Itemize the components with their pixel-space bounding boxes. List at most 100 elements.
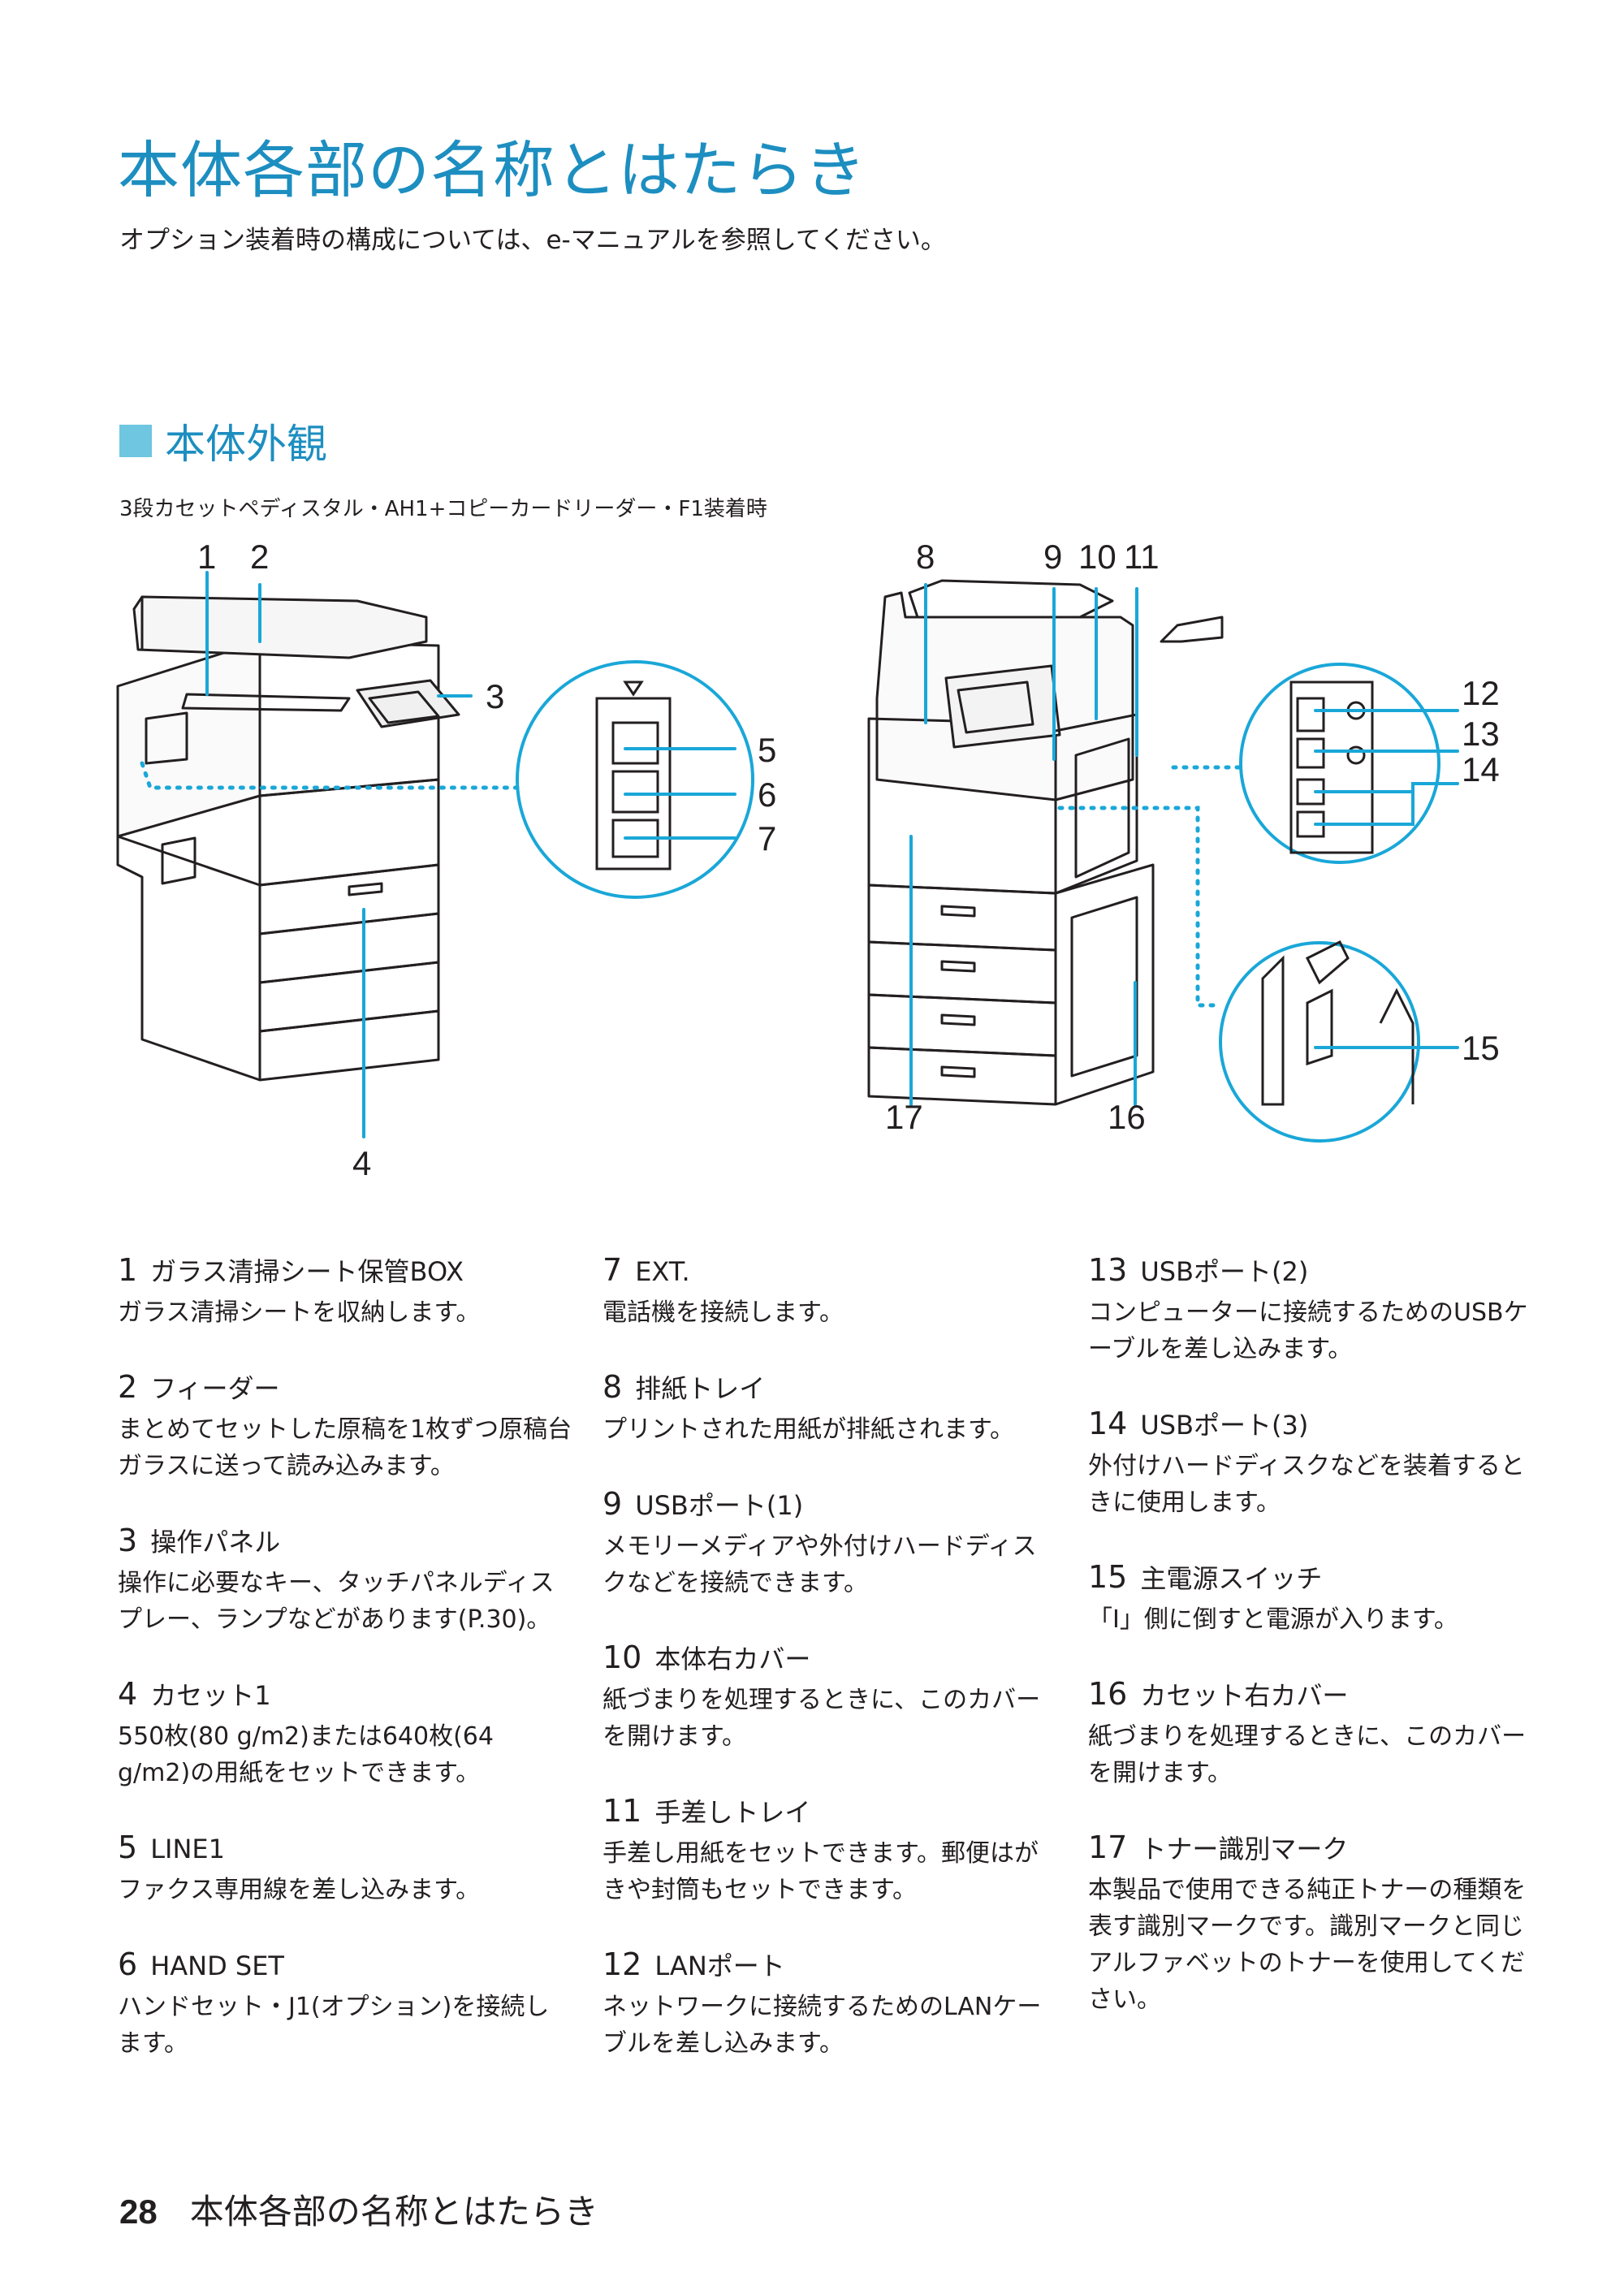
part-number: 5 — [118, 1830, 138, 1865]
page-subtitle: オプション装着時の構成については、e-マニュアルを参照してください。 — [119, 226, 946, 255]
part-name: USBポート(2) — [1140, 1256, 1309, 1287]
part-description: ファクス専用線を差し込みます。 — [118, 1876, 481, 1904]
part-number: 8 — [603, 1369, 623, 1405]
callout-2: 2 — [250, 538, 269, 576]
part-number: 13 — [1088, 1252, 1128, 1288]
part-item: 9 USBポート(1) メモリーメディアや外付けハードディスクなどを接続できます。 — [603, 1484, 1057, 1601]
detail-circle-rear-ports — [1239, 663, 1440, 864]
part-description: ネットワークに接続するためのLANケーブルを差し込みます。 — [603, 1993, 1042, 2058]
part-number: 10 — [603, 1639, 642, 1675]
left-machine-illustration — [116, 595, 460, 1082]
part-description: 電話機を接続します。 — [603, 1298, 844, 1327]
part-item: 6 HAND SET ハンドセット・J1(オプション)を接続します。 — [118, 1945, 572, 2062]
parts-column-3: 13 USBポート(2) コンピューターに接続するためのUSBケーブルを差し込みま… — [1088, 1251, 1543, 2054]
part-item: 3 操作パネル 操作に必要なキー、タッチパネルディスプレー、ランプなどがあります(… — [118, 1521, 572, 1638]
part-description: 操作に必要なキー、タッチパネルディスプレー、ランプなどがあります(P.30)。 — [118, 1569, 555, 1634]
part-name: 本体右カバー — [654, 1644, 811, 1674]
part-description: 紙づまりを処理するときに、このカバーを開けます。 — [1088, 1722, 1527, 1787]
part-item: 16 カセット右カバー 紙づまりを処理するときに、このカバーを開けます。 — [1088, 1674, 1543, 1791]
callout-11: 11 — [1124, 538, 1160, 576]
part-name: 操作パネル — [150, 1527, 281, 1557]
dotted-leader-power-switch — [1057, 806, 1223, 1008]
page-title: 本体各部の名称とはたらき — [118, 134, 867, 206]
callout-1: 1 — [197, 538, 216, 576]
detail-circle-power-switch — [1219, 941, 1420, 1143]
part-number: 7 — [603, 1252, 623, 1288]
machine-figure: 1 2 3 4 5 6 7 8 9 10 11 12 13 14 15 16 1… — [116, 538, 1500, 1182]
part-item: 1 ガラス清掃シート保管BOX ガラス清掃シートを収納します。 — [118, 1251, 572, 1331]
parts-column-2: 7 EXT. 電話機を接続します。 8 排紙トレイ プリントされた用紙が排紙されます… — [603, 1251, 1057, 2098]
callout-15: 15 — [1462, 1029, 1500, 1067]
part-number: 6 — [118, 1946, 138, 1982]
callout-17: 17 — [885, 1098, 923, 1136]
part-name: USBポート(1) — [635, 1490, 804, 1521]
part-item: 8 排紙トレイ プリントされた用紙が排紙されます。 — [603, 1367, 1057, 1448]
part-description: コンピューターに接続するためのUSBケーブルを差し込みます。 — [1088, 1298, 1528, 1363]
callout-4: 4 — [352, 1144, 371, 1182]
part-description: 「I」側に倒すと電源が入ります。 — [1088, 1605, 1458, 1634]
page-footer: 28 本体各部の名称とはたらき — [119, 2184, 598, 2234]
part-number: 4 — [118, 1676, 138, 1712]
page-number: 28 — [119, 2192, 158, 2231]
callout-13: 13 — [1462, 715, 1500, 753]
callout-16: 16 — [1108, 1098, 1146, 1136]
part-number: 12 — [603, 1946, 642, 1982]
part-description: 紙づまりを処理するときに、このカバーを開けます。 — [603, 1686, 1041, 1751]
part-name: ガラス清掃シート保管BOX — [150, 1256, 464, 1287]
callout-6: 6 — [758, 775, 776, 814]
callout-7: 7 — [758, 819, 776, 858]
part-item: 5 LINE1 ファクス専用線を差し込みます。 — [118, 1828, 572, 1908]
part-name: 主電源スイッチ — [1140, 1563, 1323, 1594]
part-name: HAND SET — [150, 1951, 284, 1981]
part-item: 17 トナー識別マーク 本製品で使用できる純正トナーの種類を表す識別マークです。識… — [1088, 1828, 1543, 2018]
part-description: まとめてセットした原稿を1枚ずつ原稿台ガラスに送って読み込みます。 — [118, 1415, 572, 1480]
part-number: 15 — [1088, 1559, 1128, 1595]
running-title: 本体各部の名称とはたらき — [189, 2192, 598, 2231]
figure-caption: 3段カセットペディスタル・AH1+コピーカードリーダー・F1装着時 — [119, 497, 767, 521]
part-name: USBポート(3) — [1140, 1410, 1309, 1441]
part-number: 1 — [118, 1252, 138, 1288]
callout-12: 12 — [1462, 674, 1500, 712]
part-description: プリントされた用紙が排紙されます。 — [603, 1415, 1014, 1444]
part-name: LANポート — [654, 1951, 785, 1981]
part-item: 10 本体右カバー 紙づまりを処理するときに、このカバーを開けます。 — [603, 1638, 1057, 1755]
parts-column-1: 1 ガラス清掃シート保管BOX ガラス清掃シートを収納します。 2 フィーダー まと… — [118, 1251, 572, 2098]
part-item: 12 LANポート ネットワークに接続するためのLANケーブルを差し込みます。 — [603, 1945, 1057, 2062]
part-description: メモリーメディアや外付けハードディスクなどを接続できます。 — [603, 1532, 1037, 1597]
part-name: カセット右カバー — [1140, 1680, 1349, 1711]
part-item: 14 USBポート(3) 外付けハードディスクなどを装着するときに使用します。 — [1088, 1404, 1543, 1521]
part-description: 外付けハードディスクなどを装着するときに使用します。 — [1088, 1452, 1525, 1517]
part-description: 手差し用紙をセットできます。郵便はがきや封筒もセットできます。 — [603, 1839, 1039, 1904]
callout-5: 5 — [758, 731, 776, 769]
right-machine-illustration — [867, 579, 1224, 1106]
part-item: 7 EXT. 電話機を接続します。 — [603, 1251, 1057, 1331]
part-name: EXT. — [635, 1256, 690, 1287]
part-description: ガラス清掃シートを収納します。 — [118, 1298, 481, 1327]
part-item: 2 フィーダー まとめてセットした原稿を1枚ずつ原稿台ガラスに送って読み込みます。 — [118, 1367, 572, 1484]
part-number: 11 — [603, 1793, 642, 1829]
part-name: 排紙トレイ — [635, 1373, 766, 1404]
part-number: 9 — [603, 1486, 623, 1522]
part-name: トナー識別マーク — [1140, 1834, 1349, 1864]
part-item: 15 主電源スイッチ 「I」側に倒すと電源が入ります。 — [1088, 1557, 1543, 1638]
part-number: 14 — [1088, 1406, 1128, 1441]
part-item: 13 USBポート(2) コンピューターに接続するためのUSBケーブルを差し込みま… — [1088, 1251, 1543, 1367]
callout-10: 10 — [1078, 538, 1116, 576]
part-description: ハンドセット・J1(オプション)を接続します。 — [118, 1993, 550, 2058]
part-number: 3 — [118, 1523, 138, 1558]
part-description: 本製品で使用できる純正トナーの種類を表す識別マークです。識別マークと同じアルファ… — [1088, 1876, 1527, 2014]
part-number: 17 — [1088, 1830, 1128, 1865]
part-name: カセット1 — [150, 1680, 271, 1711]
part-name: フィーダー — [150, 1373, 280, 1404]
dotted-leader-fax — [140, 761, 520, 790]
callout-14: 14 — [1462, 750, 1500, 788]
section-heading: 本体外観 — [119, 413, 327, 469]
part-number: 16 — [1088, 1676, 1128, 1712]
part-name: LINE1 — [150, 1834, 225, 1864]
part-description: 550枚(80 g/m2)または640枚(64 g/m2)の用紙をセットできます… — [118, 1722, 494, 1787]
section-square-icon — [119, 425, 152, 457]
callout-3: 3 — [486, 677, 504, 715]
callout-9: 9 — [1043, 538, 1062, 576]
part-number: 2 — [118, 1369, 138, 1405]
